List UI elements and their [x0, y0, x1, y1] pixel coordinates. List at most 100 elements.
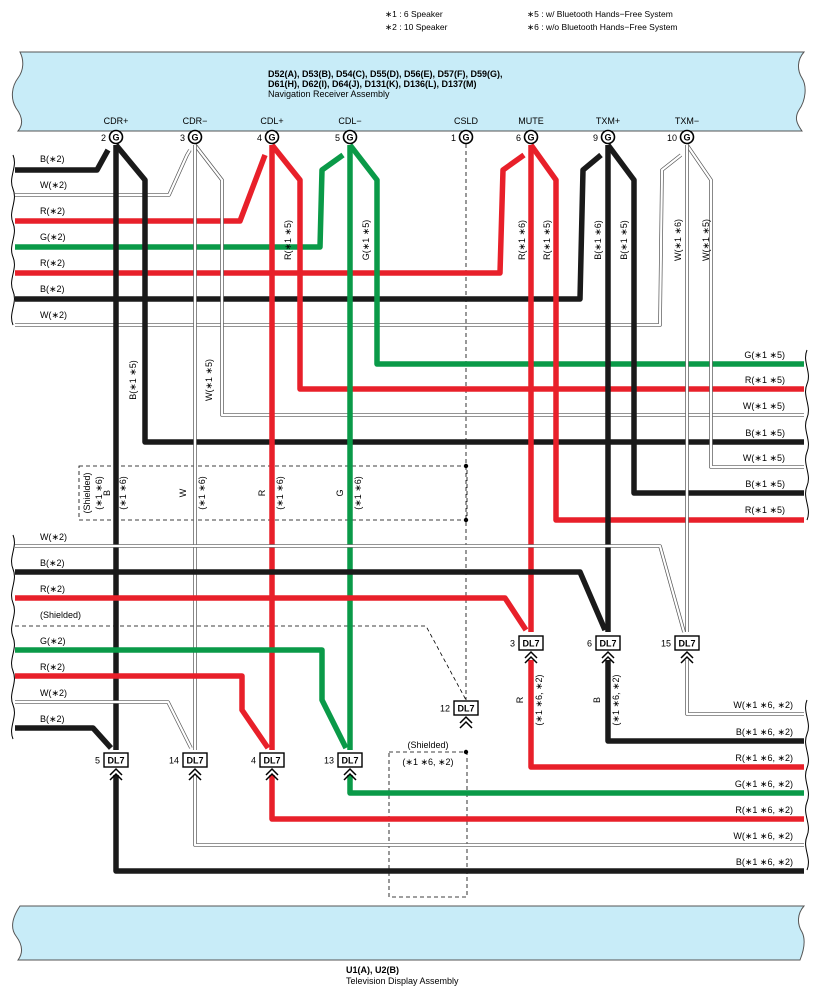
dl7-pin: 6: [587, 639, 592, 649]
dl7-pin: 13: [324, 756, 334, 766]
wire-w-txm-minus-left-fill: [15, 154, 682, 327]
wire-label: (∗1 ∗6, ∗2): [534, 674, 544, 725]
wire-label: R(∗2): [40, 206, 65, 216]
shield-junction-dot: [463, 463, 469, 469]
wire-label: R(∗1 ∗6): [517, 220, 527, 260]
dl7-chevron-icon: [680, 650, 694, 664]
connector-g-circle: [458, 129, 474, 145]
connector-g-circle: [187, 129, 203, 145]
wire-label: W(∗1 ∗6, ∗2): [733, 700, 793, 710]
dl7-chevron-icon: [524, 650, 538, 664]
wire-r-cdl-plus-left: [15, 154, 268, 224]
dl7-connector-box: [518, 635, 544, 651]
wire-label: (Shielded): [40, 610, 81, 620]
dl7-connector-box: [182, 752, 208, 768]
television-display-box: [12, 905, 806, 961]
wire-label: W(∗1 ∗6): [673, 219, 683, 261]
dl7-connector-box: [453, 700, 479, 716]
nav-codes-2: D61(H), D62(I), D64(J), D131(K), D136(L)…: [268, 79, 477, 89]
terminal-pin: 1: [451, 133, 456, 143]
wire-w-lower-left-1-fill: [15, 544, 686, 633]
terminal-name: TXM+: [596, 116, 620, 126]
connector-g-label: G: [462, 133, 469, 143]
wire-r-cdl-plus-right: [269, 143, 804, 392]
terminal-name: CDR+: [104, 116, 129, 126]
wire-b-cdr-plus-left: [15, 148, 111, 173]
wire-label: R(∗2): [40, 662, 65, 672]
dl7-pin: 3: [510, 639, 515, 649]
shield-junction-dot: [463, 517, 469, 523]
dl7-chevron-icon: [188, 767, 202, 781]
tv-name: Television Display Assembly: [346, 976, 459, 986]
wire-label: (∗1 ∗6): [118, 476, 128, 510]
connector-g-circle: [108, 129, 124, 145]
note-5: ∗5 : w/ Bluetooth Hands−Free System: [527, 9, 673, 19]
wire-labels: B(∗2)W(∗2)R(∗2)G(∗2)R(∗2)B(∗2)W(∗2)W(∗2)…: [40, 154, 793, 867]
wire-label: R(∗1 ∗5): [283, 220, 293, 260]
wire-g-dl7-13-right: [347, 775, 804, 796]
shield-junction-dot: [463, 749, 469, 755]
dl7-label: DL7: [107, 756, 124, 766]
wire-r-mute-right: [528, 143, 804, 523]
dl7-label: DL7: [341, 756, 358, 766]
connector-g-label: G: [604, 133, 611, 143]
wire-w-dl7-14-right: [193, 775, 804, 847]
wire-b-cdr-plus-right: [113, 143, 804, 445]
wire-w-dl7-15-right-fill: [685, 660, 804, 716]
wire-label: W(∗2): [40, 532, 67, 542]
wire-w-txm-minus-right-fill: [686, 144, 804, 469]
terminal-name: TXM−: [675, 116, 699, 126]
wires: [15, 143, 804, 874]
wire-label: R(∗1 ∗5): [745, 375, 785, 385]
wire-r-mute-left: [15, 152, 526, 276]
terminal-name: CDL−: [338, 116, 361, 126]
wire-label: B(∗1 ∗6): [593, 220, 603, 260]
wire-label: W(∗2): [40, 688, 67, 698]
wire-label: G(∗2): [40, 636, 66, 646]
terminal-pin: 5: [335, 133, 340, 143]
wire-b-dl7-5-right: [113, 775, 804, 874]
wire-b-dl7-6-right: [605, 660, 804, 744]
wire-label: W(∗2): [40, 310, 67, 320]
wire-label: R(∗2): [40, 258, 65, 268]
wire-label: B(∗1 ∗5): [745, 428, 785, 438]
wire-label: R(∗1 ∗6, ∗2): [735, 805, 793, 815]
wire-label: (∗1 ∗6): [197, 476, 207, 510]
wire-label: (∗1 ∗6): [353, 476, 363, 510]
dl7-label: DL7: [263, 756, 280, 766]
wire-label: (∗1 ∗6): [94, 476, 104, 510]
wire-w-lower-left-2-fill: [15, 700, 192, 749]
wire-label: G: [335, 489, 345, 496]
dl7-pin: 14: [169, 756, 179, 766]
connector-g-label: G: [112, 133, 119, 143]
dl7-chevron-icon: [109, 767, 123, 781]
wire-b-lower-left-2: [15, 725, 114, 750]
nav-codes-1: D52(A), D53(B), D54(C), D55(D), D56(E), …: [268, 69, 503, 79]
wire-label: W(∗1 ∗5): [743, 401, 785, 411]
wire-label: W: [178, 488, 188, 497]
tv-codes: U1(A), U2(B): [346, 965, 399, 975]
connector-g-circle: [600, 129, 616, 145]
dl7-chevron-icon: [343, 767, 357, 781]
dl7-label: DL7: [599, 639, 616, 649]
connector-g-label: G: [268, 133, 275, 143]
dl7-connector-box: [259, 752, 285, 768]
navigation-receiver-box: [11, 51, 806, 132]
dl7-label: DL7: [186, 756, 203, 766]
wire-label: (Shielded): [407, 740, 448, 750]
terminal-name: CSLD: [454, 116, 479, 126]
dl7-label: DL7: [522, 639, 539, 649]
wire-g-cdl-minus-right: [347, 143, 804, 367]
terminal-pin: 6: [516, 133, 521, 143]
shielded-boxes: [15, 144, 468, 898]
wire-label: B(∗1 ∗5): [619, 220, 629, 260]
wire-b-txm-plus-right: [605, 143, 804, 496]
terminal-pin: 10: [667, 133, 677, 143]
dl7-pin: 4: [251, 756, 256, 766]
wire-label: B(∗2): [40, 714, 65, 724]
wire-label: B(∗1 ∗6, ∗2): [736, 857, 793, 867]
connector-g-circle: [342, 129, 358, 145]
wire-label: W(∗1 ∗5): [204, 359, 214, 401]
